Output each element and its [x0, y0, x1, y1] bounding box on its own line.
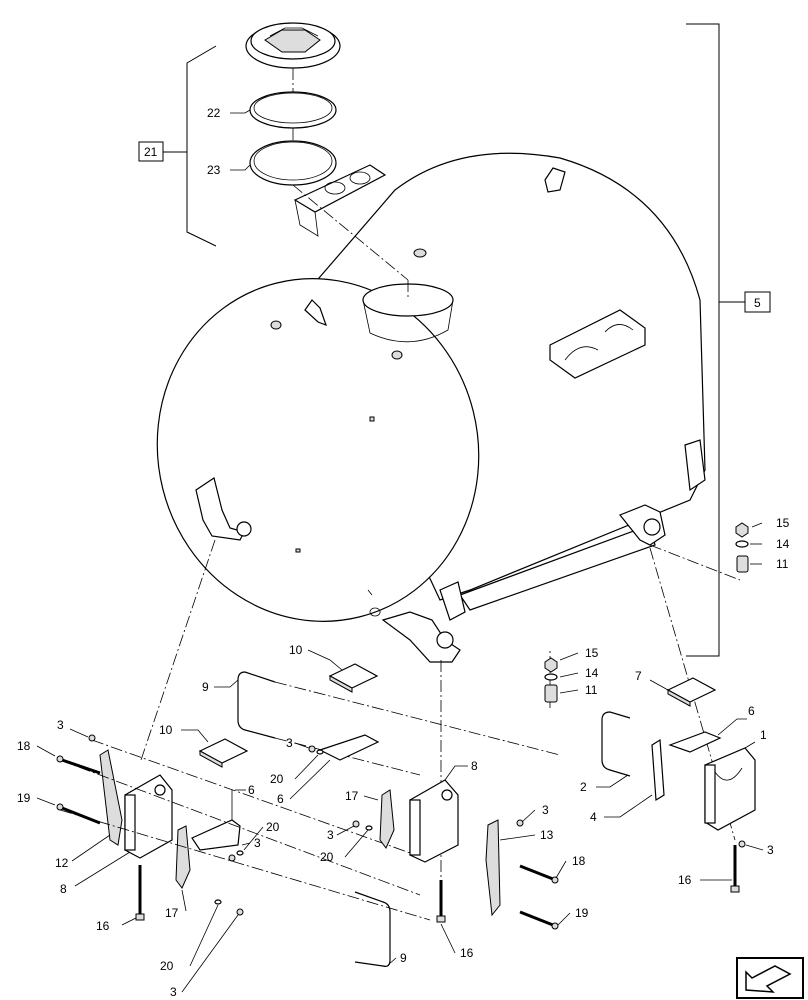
- u-bolt-9-bottom: [354, 891, 391, 967]
- callout-3-b: 3: [170, 985, 177, 999]
- callout-3-g: 3: [767, 843, 774, 857]
- callout-3-e: 3: [327, 828, 334, 842]
- callout-7: 7: [635, 669, 642, 683]
- callout-21: 21: [144, 145, 158, 159]
- callout-9-top: 9: [202, 680, 209, 694]
- leader-lines: [36, 109, 764, 993]
- u-bolt-2: [601, 711, 631, 777]
- bracket-17-left: [175, 825, 191, 889]
- callout-15-top: 15: [776, 516, 790, 530]
- group-21-bracket: [138, 45, 217, 247]
- filler-cap: [245, 22, 341, 69]
- callout-19-left: 19: [17, 791, 31, 805]
- callout-3-c: 3: [254, 836, 261, 850]
- nut-15-center: [544, 657, 558, 673]
- callout-13: 13: [540, 828, 554, 842]
- callout-11-top: 11: [776, 557, 789, 571]
- mount-plate-8-left: [124, 774, 173, 859]
- callout-20-left: 20: [160, 959, 174, 973]
- tank-body: [156, 152, 706, 663]
- callout-10-left: 10: [159, 723, 173, 737]
- callout-23: 23: [207, 163, 221, 177]
- strap-6-center: [318, 734, 380, 761]
- spacer-11-top: [736, 555, 749, 573]
- callout-10-center: 10: [289, 643, 303, 657]
- callout-1: 1: [760, 728, 767, 742]
- arrow-icon[interactable]: [736, 957, 804, 999]
- u-bolt-9-top: [237, 671, 276, 739]
- washer-14-center: [544, 673, 558, 681]
- callout-16-left: 16: [96, 919, 110, 933]
- callout-9-bottom: 9: [400, 951, 407, 965]
- callout-18-left: 18: [17, 739, 31, 753]
- callout-3-a: 3: [57, 718, 64, 732]
- callout-14-center: 14: [585, 666, 599, 680]
- callout-6-left: 6: [248, 783, 255, 797]
- callout-17-center: 17: [345, 789, 359, 803]
- callout-6-center: 6: [277, 792, 284, 806]
- mount-plate-8-center: [409, 779, 459, 863]
- bracket-12: [99, 749, 123, 846]
- callout-16-center: 16: [460, 946, 474, 960]
- seal-ring-22: [249, 91, 337, 129]
- callout-8-left: 8: [60, 882, 67, 896]
- mount-plate-1: [704, 747, 756, 831]
- callout-16-right: 16: [678, 873, 692, 887]
- washer-14-top: [735, 540, 749, 548]
- callout-14-top: 14: [776, 537, 790, 551]
- nut-15-top: [735, 522, 749, 538]
- seal-ring-23: [249, 140, 337, 186]
- callout-2: 2: [580, 780, 587, 794]
- callout-22: 22: [207, 106, 221, 120]
- callout-6-right: 6: [748, 704, 755, 718]
- callout-20-b: 20: [266, 820, 280, 834]
- callout-12: 12: [55, 856, 69, 870]
- callout-20-d: 20: [320, 850, 334, 864]
- bracket-13: [485, 819, 501, 917]
- callout-19-center: 19: [575, 906, 589, 920]
- callout-18-center: 18: [572, 854, 586, 868]
- strap-6-right: [668, 731, 722, 753]
- callout-17-left: 17: [165, 906, 179, 920]
- callout-3-d: 3: [286, 736, 293, 750]
- strap-6-left: [191, 819, 241, 851]
- callout-20-c: 20: [270, 772, 284, 786]
- bracket-17-center: [379, 789, 395, 849]
- callout-4: 4: [590, 810, 597, 824]
- callout-5: 5: [754, 296, 761, 310]
- callout-3-f: 3: [542, 803, 549, 817]
- spacer-4: [651, 738, 665, 802]
- callout-15-center: 15: [585, 646, 599, 660]
- callout-labels: 21 5 22 23 15 14 11 15 14 11 10 9 10 7 6…: [17, 106, 790, 999]
- callout-11-center: 11: [585, 683, 598, 697]
- spacer-11-center: [544, 684, 558, 703]
- callout-8-center: 8: [471, 759, 478, 773]
- group-5-bracket: [686, 23, 771, 657]
